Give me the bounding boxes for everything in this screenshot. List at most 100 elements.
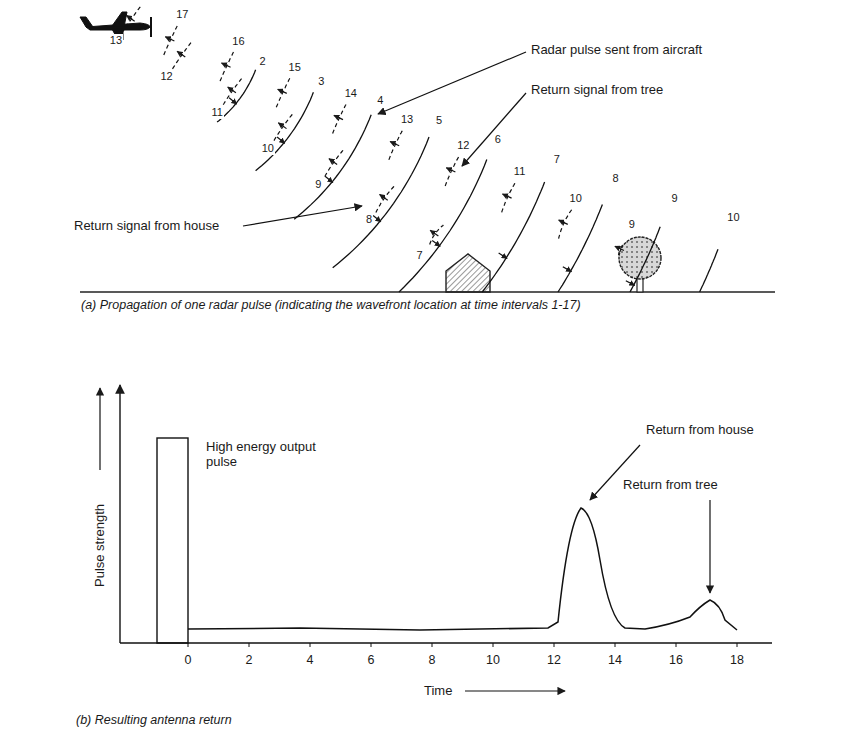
axis-tick (737, 643, 738, 647)
annotation-label: High energy output pulse (205, 440, 319, 470)
return-curve (188, 508, 737, 630)
return-number: 17 (175, 8, 189, 21)
leader-arrow (243, 206, 362, 226)
propagation-arrow (229, 98, 237, 104)
x-axis (120, 642, 772, 643)
return-arrow (329, 159, 337, 165)
figure-caption: (b) Resulting antenna return (75, 713, 233, 727)
return-arc (220, 50, 234, 81)
tick-label: 16 (668, 653, 684, 667)
return-arrow (502, 194, 511, 198)
wavefront-number: 3 (317, 75, 325, 88)
wavefront-arc (700, 249, 718, 292)
axis-tick (188, 643, 189, 647)
house (446, 254, 490, 292)
wavefront-arc (333, 137, 429, 268)
wavefront-number: 5 (435, 114, 443, 127)
annotation-label: Return signal from house (73, 219, 220, 234)
wavefront-arc (256, 92, 314, 170)
axis-tick (310, 643, 311, 647)
axis-title: Time (423, 684, 453, 699)
tick-label: 6 (367, 653, 376, 667)
return-number: 15 (288, 61, 302, 74)
return-arrow (165, 37, 174, 41)
axis-tick (615, 643, 616, 647)
ground-line (80, 291, 775, 293)
return-arc (559, 208, 573, 239)
return-arc (325, 149, 345, 177)
return-number: 11 (211, 106, 224, 119)
return-number: 10 (569, 192, 583, 205)
return-number: 12 (159, 70, 173, 83)
wavefront-number: 9 (670, 192, 678, 205)
return-arrow (278, 89, 287, 93)
annotation-label: Radar pulse sent from aircraft (530, 43, 703, 58)
axis-title: Pulse strength (93, 502, 108, 587)
propagation-arrow (325, 176, 333, 182)
propagation-arrow (373, 215, 381, 221)
propagation-arrow (563, 267, 572, 272)
wavefront-arc (630, 227, 660, 292)
wavefront-number: 4 (376, 94, 384, 107)
axis-tick (371, 643, 372, 647)
return-number: 14 (344, 87, 358, 100)
return-arc (430, 225, 444, 245)
return-arc (445, 155, 459, 186)
return-arc (164, 24, 178, 55)
tick-label: 18 (729, 653, 745, 667)
wavefront-number: 7 (553, 153, 561, 166)
return-arc (276, 77, 290, 108)
return-arc (122, 5, 142, 33)
annotation-label: Return signal from tree (530, 83, 664, 98)
wavefront-arc (482, 182, 544, 292)
axis-tick (432, 643, 433, 647)
axis-tick (554, 643, 555, 647)
return-arc (274, 113, 294, 141)
return-arrow (559, 220, 568, 224)
tick-label: 2 (245, 653, 254, 667)
tree (619, 237, 661, 292)
return-number: 13 (400, 113, 414, 126)
return-number: 10 (261, 142, 275, 155)
return-number: 13 (109, 34, 123, 47)
wavefront-number: 10 (726, 211, 740, 224)
return-arrow (615, 246, 624, 250)
wavefront-number: 2 (258, 55, 266, 68)
tick-label: 4 (306, 653, 315, 667)
annotation-label: Return from tree (622, 478, 719, 493)
axis-tick (249, 643, 250, 647)
return-arrow (228, 87, 236, 93)
return-number: 16 (231, 35, 245, 48)
axis-arrow (99, 388, 100, 470)
leader-arrow (709, 500, 710, 593)
return-number: 7 (416, 249, 424, 262)
tick-label: 14 (607, 653, 623, 667)
return-arc (376, 185, 396, 213)
tick-label: 8 (428, 653, 437, 667)
return-number: 11 (513, 165, 526, 178)
output-pulse (157, 438, 188, 643)
annotation-label: Return from house (645, 423, 755, 438)
return-arrow (446, 168, 455, 172)
return-arrow (126, 15, 134, 21)
return-arc (502, 182, 516, 213)
return-number: 9 (628, 218, 636, 231)
leader-arrow (378, 52, 526, 114)
y-axis (119, 385, 120, 643)
return-arc (223, 77, 243, 105)
leader-arrow (462, 93, 526, 166)
return-number: 8 (365, 213, 373, 226)
tick-label: 10 (485, 653, 501, 667)
propagation-arrow (499, 253, 507, 258)
figure-caption: (a) Propagation of one radar pulse (indi… (80, 298, 582, 312)
graph (100, 385, 772, 691)
axis-arrow (465, 690, 565, 691)
wavefront-arc (558, 204, 602, 292)
wavefront-number: 8 (612, 172, 620, 185)
tick-label: 12 (546, 653, 562, 667)
return-number: 9 (314, 178, 322, 191)
return-arrow (177, 51, 185, 57)
wavefront-number: 6 (494, 133, 502, 146)
return-arrow (430, 230, 438, 236)
